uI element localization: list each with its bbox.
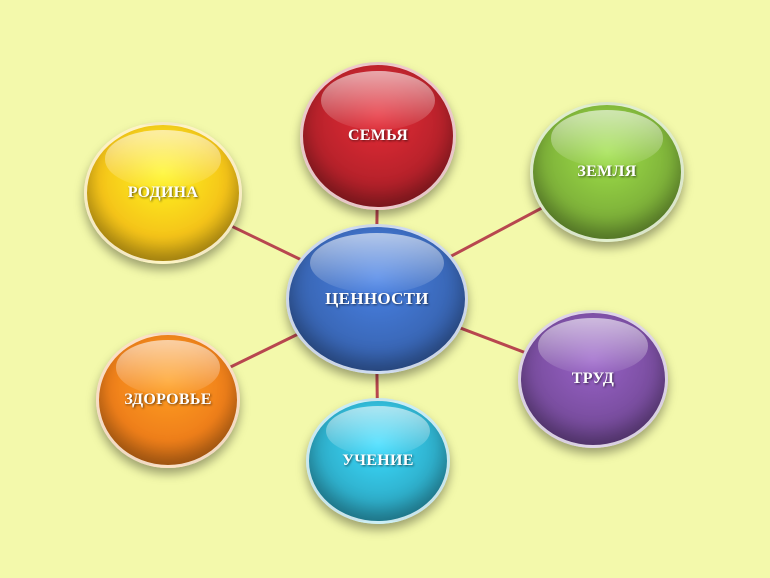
node-trud-label: ТРУД (571, 370, 615, 387)
node-zdorove-label: ЗДОРОВЬЕ (124, 391, 212, 408)
node-semya-label: СЕМЬЯ (347, 127, 409, 144)
node-trud: ТРУД (518, 310, 668, 448)
node-center-cennosti: ЦЕННОСТИ (286, 224, 468, 374)
node-rodina: РОДИНА (84, 122, 242, 264)
node-zdorove: ЗДОРОВЬЕ (96, 332, 240, 468)
node-uchenie-label: УЧЕНИЕ (342, 452, 414, 469)
node-uchenie: УЧЕНИЕ (306, 398, 450, 524)
node-zemlya-label: ЗЕМЛЯ (577, 163, 637, 180)
node-zemlya: ЗЕМЛЯ (530, 102, 684, 242)
node-semya: СЕМЬЯ (300, 62, 456, 210)
node-rodina-label: РОДИНА (127, 184, 199, 201)
center-label: ЦЕННОСТИ (325, 289, 429, 308)
